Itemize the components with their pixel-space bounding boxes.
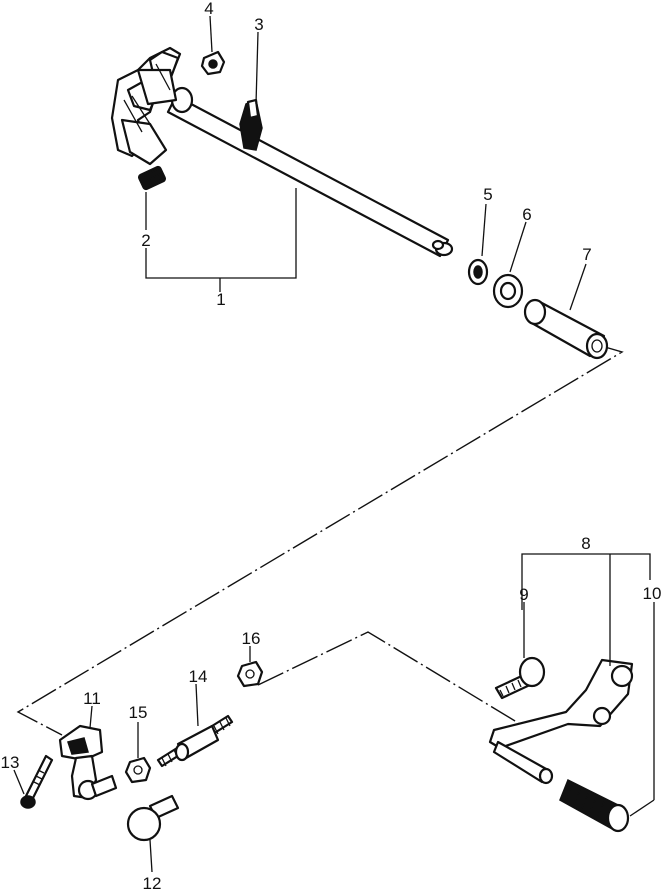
assembly-axis-lines: [16, 344, 624, 736]
shift-shaft-assembly: [110, 46, 454, 258]
callout-3: 3: [254, 15, 263, 34]
shift-pedal: [488, 658, 634, 785]
circlip: [200, 50, 226, 76]
bolt: [20, 754, 54, 809]
callout-12: 12: [143, 874, 162, 893]
callout-2: 2: [141, 231, 150, 250]
callout-9: 9: [519, 585, 528, 604]
callout-10: 10: [643, 584, 662, 603]
tie-rod: [156, 714, 234, 768]
callout-4: 4: [204, 0, 213, 18]
callout-16: 16: [242, 629, 261, 648]
pedal-rubber: [559, 778, 630, 833]
callout-5: 5: [483, 185, 492, 204]
callout-8: 8: [581, 534, 590, 553]
washer: [467, 258, 489, 286]
callout-6: 6: [522, 205, 531, 224]
shift-arm: [58, 724, 118, 801]
leader-lines: [13, 15, 655, 873]
shaft-clip: [239, 98, 263, 151]
ball-joint: [126, 794, 180, 842]
oil-seal: [492, 273, 524, 309]
collar-sleeve: [523, 298, 609, 360]
callout-7: 7: [582, 245, 591, 264]
nut-16: [236, 660, 264, 688]
callout-1: 1: [216, 290, 225, 309]
callout-11: 11: [83, 689, 101, 708]
pedal-bolt: [494, 656, 546, 700]
nut-15: [124, 756, 152, 784]
callout-14: 14: [189, 667, 208, 686]
callout-13: 13: [1, 753, 20, 772]
return-spring: [137, 165, 167, 191]
callout-15: 15: [129, 703, 148, 722]
